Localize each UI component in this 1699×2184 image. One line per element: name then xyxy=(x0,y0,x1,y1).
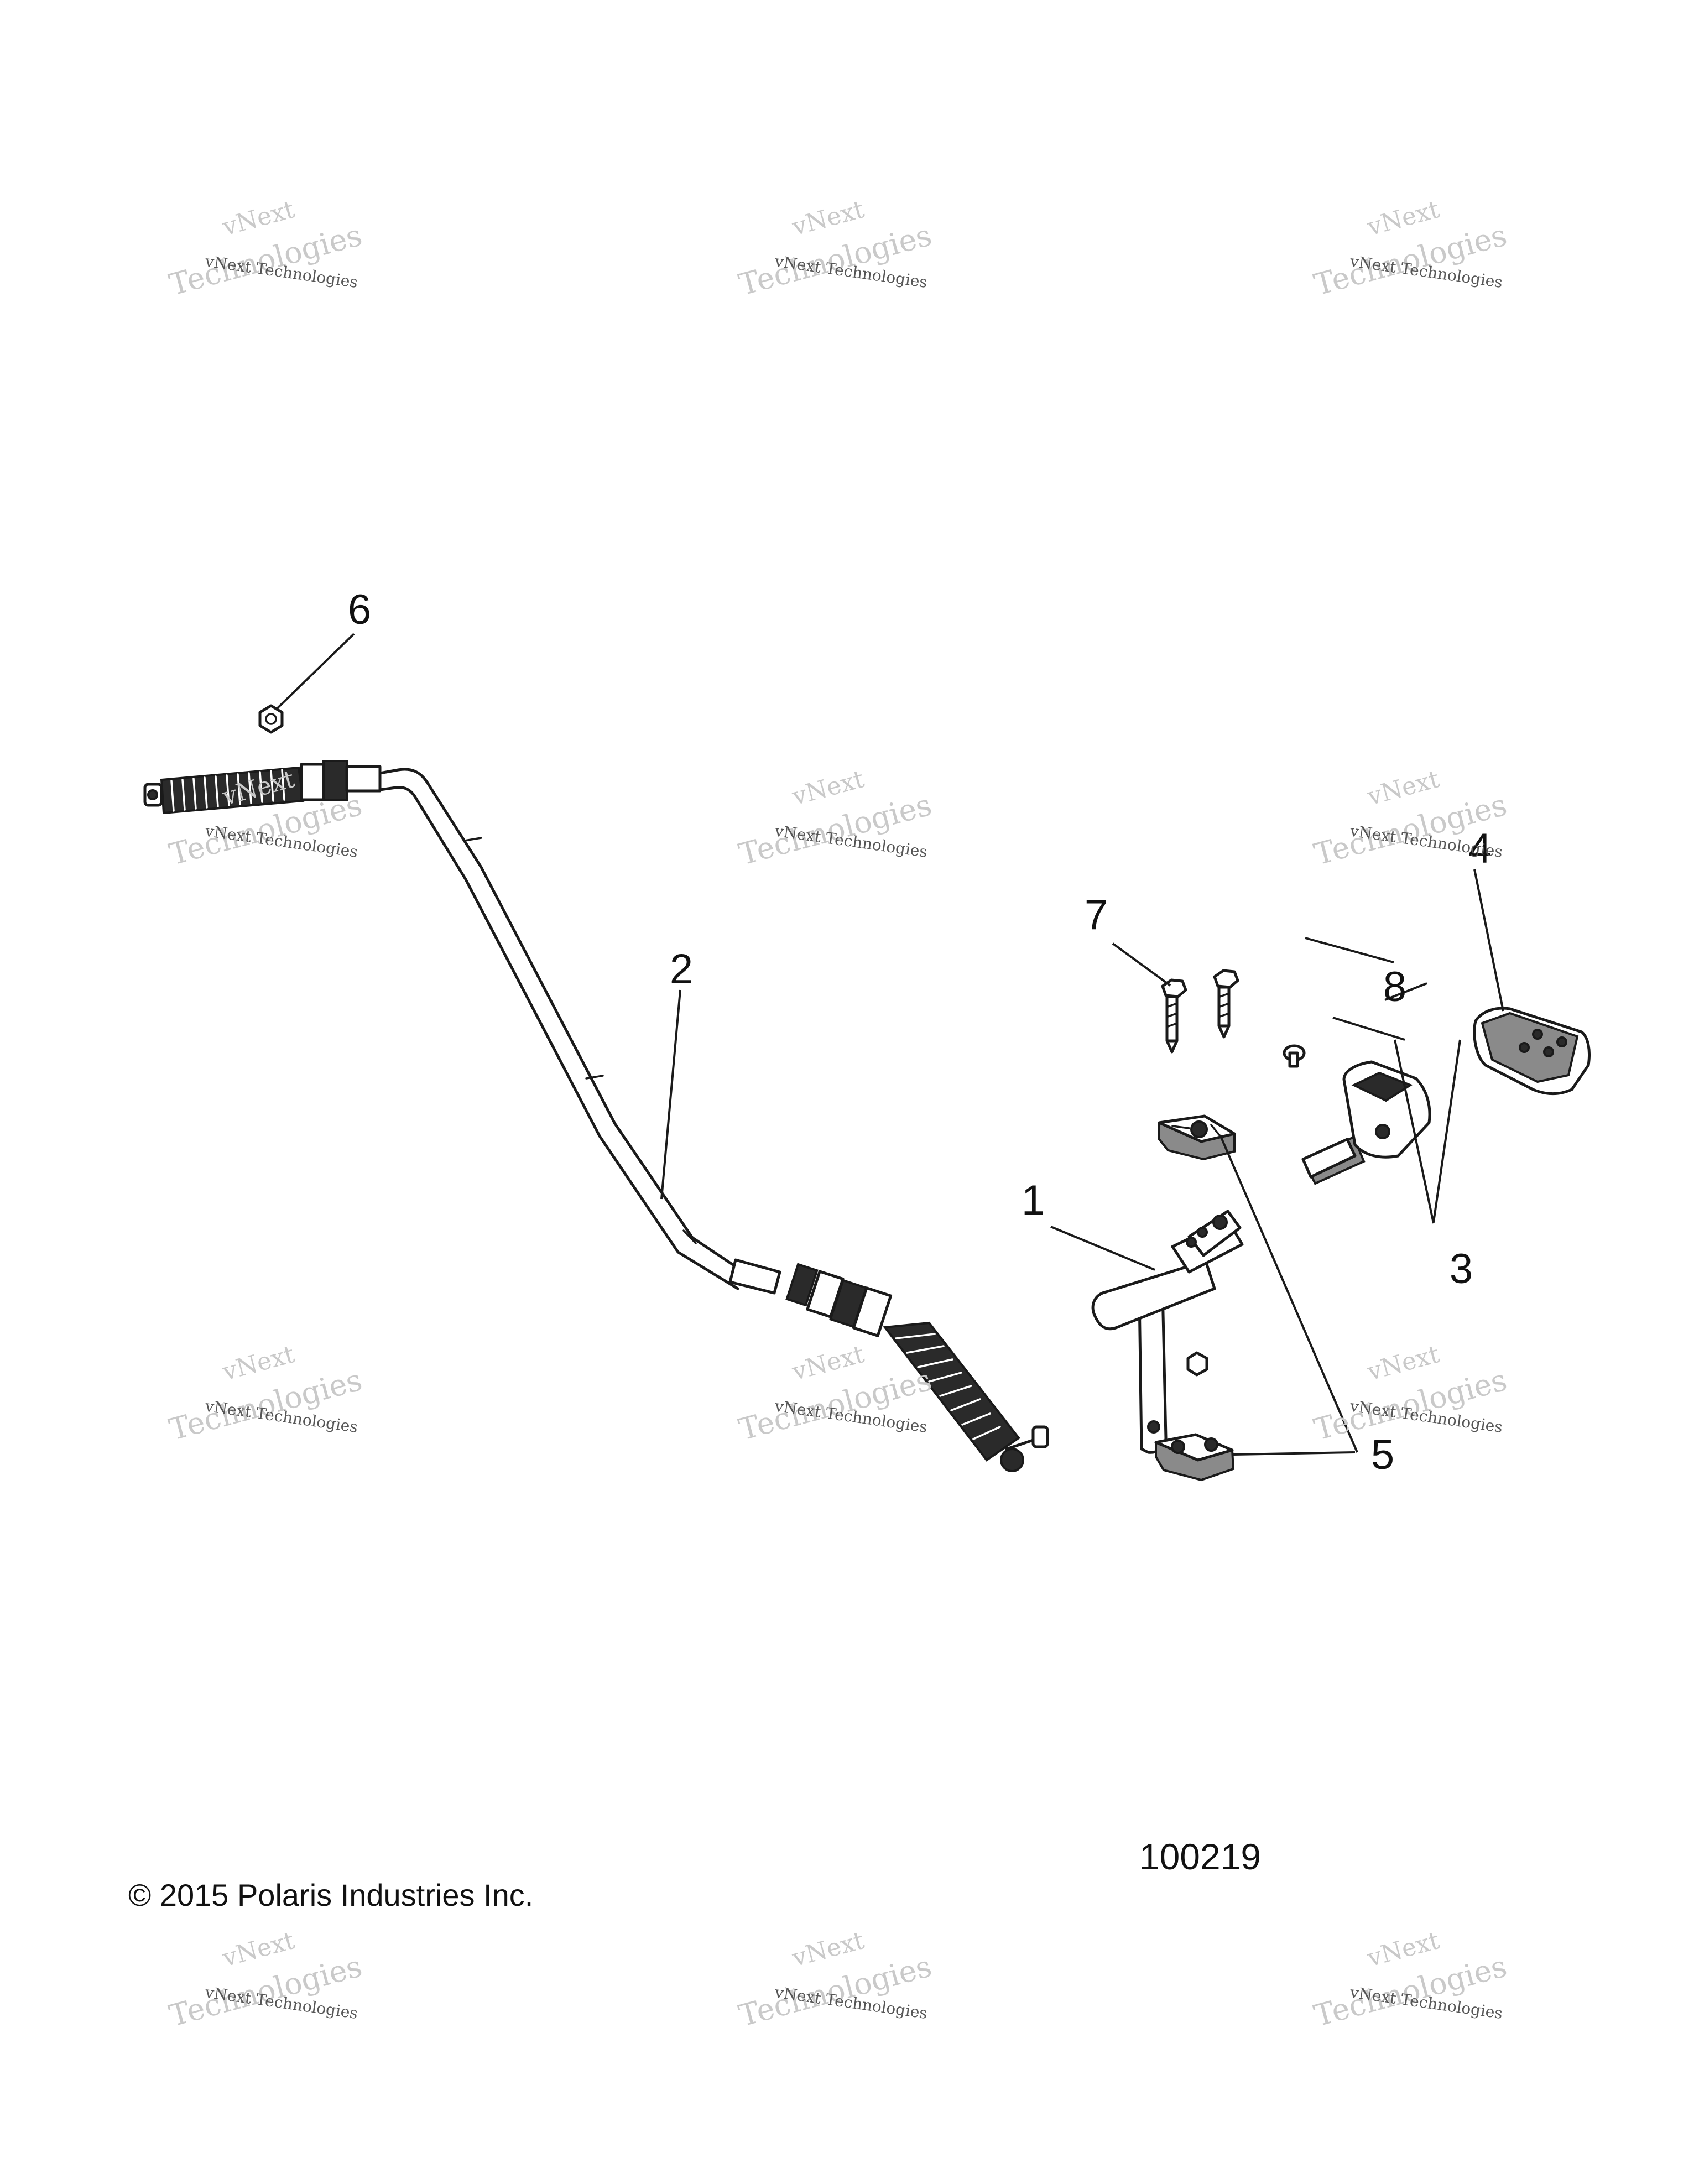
svg-text:vNext: vNext xyxy=(789,195,867,242)
watermark-tile: vNext Technologies vNext Technologies xyxy=(165,195,366,303)
watermark-tile: vNext Technologies vNext Technologies xyxy=(735,1340,935,1447)
svg-text:vNext: vNext xyxy=(789,1926,867,1973)
callout-3: 3 xyxy=(1450,1245,1473,1292)
bolt-left xyxy=(1161,978,1187,1054)
svg-text:vNext: vNext xyxy=(219,1926,298,1973)
callout-4: 4 xyxy=(1468,825,1492,872)
callout-1: 1 xyxy=(1022,1177,1045,1224)
watermark-tile: vNext Technologies vNext Technologies xyxy=(165,1340,366,1447)
bolt-right xyxy=(1213,969,1239,1039)
lower-ferrule xyxy=(785,1263,893,1337)
copyright-text: © 2015 Polaris Industries Inc. xyxy=(128,1878,533,1912)
watermark-tile: vNext Technologies vNext Technologies xyxy=(1310,765,1510,872)
leader-lines xyxy=(275,633,1504,1456)
part-6-hex-nut xyxy=(258,704,284,734)
svg-text:vNext: vNext xyxy=(789,765,867,811)
svg-text:vNext: vNext xyxy=(219,1340,298,1386)
watermark-tile: vNext Technologies vNext Technologies xyxy=(735,1926,935,2034)
callout-6: 6 xyxy=(348,586,371,633)
callout-8: 8 xyxy=(1383,963,1406,1010)
part-4-knob-cap xyxy=(1473,1007,1591,1095)
watermark-tile: vNext Technologies vNext Technologies xyxy=(735,765,935,872)
svg-text:vNext: vNext xyxy=(1364,195,1442,242)
part-8-screw xyxy=(1283,1044,1306,1068)
watermark-tile: vNext Technologies vNext Technologies xyxy=(165,1926,366,2034)
svg-text:vNext: vNext xyxy=(1364,765,1442,811)
part-3-knob-base xyxy=(1301,1060,1431,1185)
watermark-tile: vNext Technologies vNext Technologies xyxy=(1310,195,1510,303)
figure-number: 100219 xyxy=(1139,1836,1261,1877)
watermark-tile: vNext Technologies vNext Technologies xyxy=(1310,1340,1510,1447)
svg-text:vNext: vNext xyxy=(1364,1926,1442,1973)
svg-text:vNext: vNext xyxy=(1364,1340,1442,1386)
part-7-bolts xyxy=(1161,969,1239,1054)
svg-text:vNext: vNext xyxy=(219,195,298,242)
watermark-tile: vNext Technologies vNext Technologies xyxy=(1310,1926,1510,2034)
part-1-lever-bracket xyxy=(1091,1210,1244,1454)
part-5-clamp-lower xyxy=(1154,1433,1235,1482)
callout-2: 2 xyxy=(670,946,693,993)
part-2-shift-cable xyxy=(143,760,1049,1472)
gear-pattern-icon xyxy=(1519,1029,1567,1057)
part-5-clamp-upper xyxy=(1158,1114,1236,1161)
watermark-tile: vNext Technologies vNext Technologies xyxy=(735,195,935,303)
callout-5: 5 xyxy=(1371,1431,1394,1478)
lower-bellows xyxy=(883,1321,1020,1462)
upper-bellows xyxy=(160,766,305,815)
svg-text:vNext: vNext xyxy=(789,1340,867,1386)
callout-7: 7 xyxy=(1085,892,1108,939)
